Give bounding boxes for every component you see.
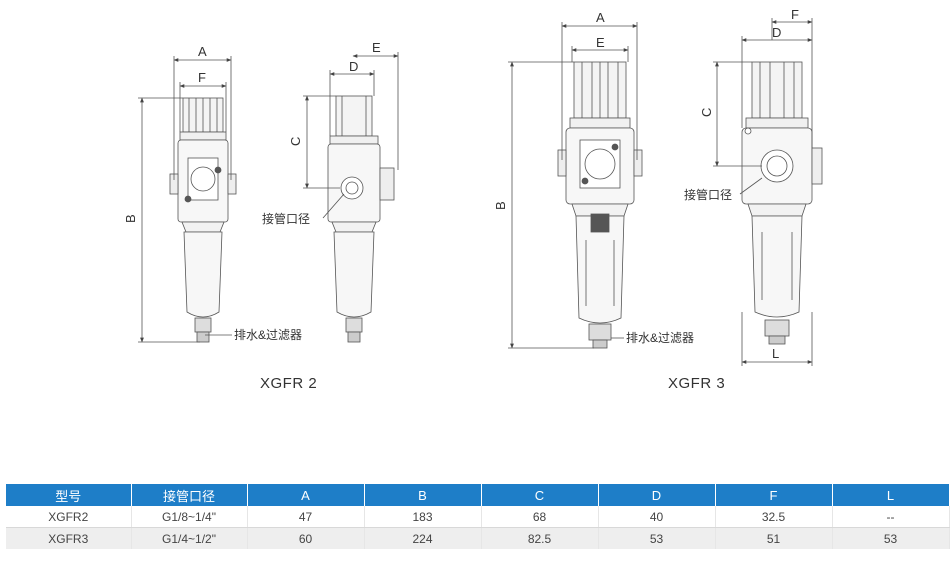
cell-port: G1/8~1/4" xyxy=(131,506,248,528)
cell-l: 53 xyxy=(832,527,950,549)
col-header-b: B xyxy=(364,484,482,506)
col-header-d: D xyxy=(598,484,716,506)
col-header-l: L xyxy=(832,484,950,506)
cell-b: 183 xyxy=(364,506,482,528)
caption-xgfr2: XGFR 2 xyxy=(260,375,318,392)
dim-label-a: A xyxy=(198,44,207,59)
cell-d: 53 xyxy=(598,527,716,549)
port-label-xgfr2: 接管口径 xyxy=(262,211,310,226)
dim-label-e-3: E xyxy=(596,35,605,50)
cell-a: 47 xyxy=(247,506,365,528)
dim-label-c-3: C xyxy=(699,108,714,117)
xgfr3-side-dimensions xyxy=(713,18,813,366)
cell-d: 40 xyxy=(598,506,716,528)
drain-label-xgfr3: 排水&过滤器 xyxy=(626,331,694,345)
xgfr3-front-dimensions xyxy=(508,22,638,349)
xgfr2-side-dimensions xyxy=(303,52,399,219)
col-header-c: C xyxy=(481,484,599,506)
cell-c: 68 xyxy=(481,506,599,528)
xgfr3-side-view xyxy=(741,61,823,345)
xgfr2-front-view xyxy=(169,97,237,343)
col-header-a: A xyxy=(247,484,365,506)
table-header-row: 型号 接管口径 A B C D F L xyxy=(6,484,950,506)
dim-label-b-3: B xyxy=(493,201,508,210)
cell-port: G1/4~1/2" xyxy=(131,527,248,549)
col-header-model: 型号 xyxy=(6,484,132,506)
dim-label-d-3: D xyxy=(772,25,781,40)
dim-label-c: C xyxy=(288,137,303,146)
dim-label-a-3: A xyxy=(596,10,605,25)
cell-b: 224 xyxy=(364,527,482,549)
xgfr2-dimensions xyxy=(138,56,232,343)
drain-label-xgfr2: 排水&过滤器 xyxy=(234,328,302,342)
cell-model: XGFR2 xyxy=(6,506,132,528)
dim-label-b: B xyxy=(123,214,138,223)
cell-model: XGFR3 xyxy=(6,527,132,549)
dim-label-d: D xyxy=(349,59,358,74)
dim-label-l-3: L xyxy=(772,346,779,361)
caption-xgfr3: XGFR 3 xyxy=(668,375,726,392)
table-row: XGFR2 G1/8~1/4" 47 183 68 40 32.5 -- xyxy=(6,506,950,528)
col-header-f: F xyxy=(715,484,833,506)
spec-table: 型号 接管口径 A B C D F L XGFR2 G1/8~1/4" 47 1… xyxy=(6,484,950,549)
cell-l: -- xyxy=(832,506,950,528)
cell-f: 51 xyxy=(715,527,833,549)
col-header-port: 接管口径 xyxy=(131,484,248,506)
port-label-xgfr3: 接管口径 xyxy=(684,187,732,202)
dim-label-f-3: F xyxy=(791,7,799,22)
dim-label-e: E xyxy=(372,40,381,55)
cell-c: 82.5 xyxy=(481,527,599,549)
xgfr3-front-view xyxy=(557,61,643,349)
dimension-drawing: A F B E D C A E B F D C L 接管口径 排水&过滤器 接管… xyxy=(123,7,823,366)
cell-a: 60 xyxy=(247,527,365,549)
xgfr2-side-view xyxy=(327,95,395,343)
dim-label-f: F xyxy=(198,70,206,85)
table-row: XGFR3 G1/4~1/2" 60 224 82.5 53 51 53 xyxy=(6,527,950,549)
cell-f: 32.5 xyxy=(715,506,833,528)
